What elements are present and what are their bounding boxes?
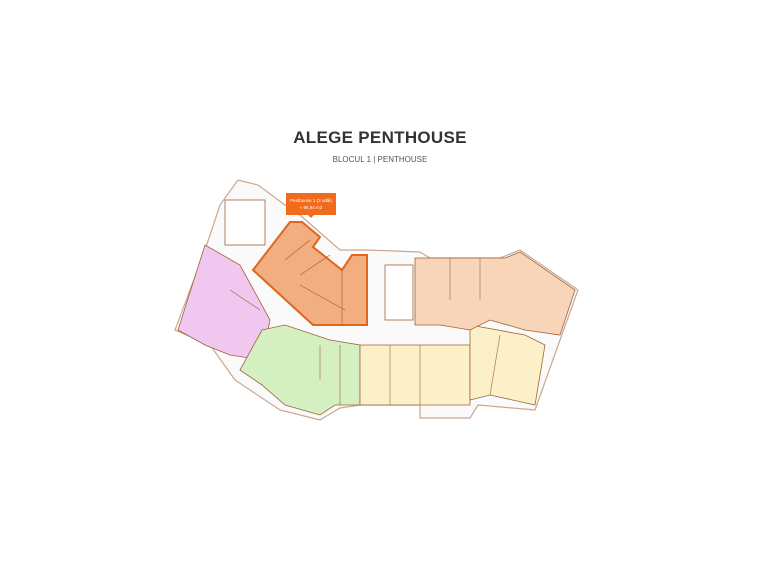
page-title: ALEGE PENTHOUSE <box>293 128 467 147</box>
unit-yellow-right[interactable] <box>469 324 546 406</box>
tooltip-unit-name: Penthouse 1 (3 odăi) <box>290 198 332 203</box>
stair-core <box>384 264 414 321</box>
tooltip-unit-area: ≈ 95,94 m2 <box>299 205 323 210</box>
unit-tooltip: Penthouse 1 (3 odăi) ≈ 95,94 m2 <box>286 193 336 218</box>
unit-pink[interactable] <box>177 244 271 361</box>
unit-yellow[interactable] <box>359 344 471 406</box>
stair-core-left <box>224 199 266 246</box>
penthouse-internal-walls <box>284 239 346 325</box>
unit-peach[interactable] <box>414 251 576 336</box>
unit-green[interactable] <box>239 324 361 416</box>
internal-walls <box>229 258 501 405</box>
page-subtitle: BLOCUL 1 | PENTHOUSE <box>332 155 428 164</box>
